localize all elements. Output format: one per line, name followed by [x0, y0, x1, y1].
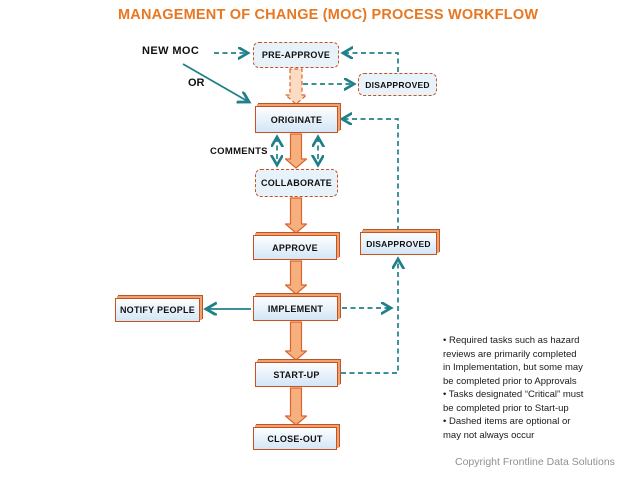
- node-start-up: START-UP: [255, 362, 338, 387]
- arrow-implement-to-startup: [284, 321, 308, 361]
- notes-block: • Required tasks such as hazard reviews …: [443, 335, 584, 441]
- arrow-collaborate-to-approve: [284, 197, 308, 234]
- arrow-disapproved-to-originate: [342, 119, 399, 231]
- label-or: OR: [188, 77, 205, 89]
- arrow-startup-to-closeout: [284, 387, 308, 426]
- arrow-disapproved-top-to-pre-approve: [343, 53, 399, 72]
- arrow-startup-to-disapproved: [341, 259, 398, 374]
- node-disapproved-top: DISAPPROVED: [358, 73, 437, 96]
- node-originate: ORIGINATE: [255, 106, 338, 133]
- node-notify-people: NOTIFY PEOPLE: [115, 298, 200, 322]
- node-approve: APPROVE: [253, 235, 337, 260]
- node-close-out: CLOSE-OUT: [253, 427, 337, 450]
- node-implement: IMPLEMENT: [253, 296, 338, 321]
- arrow-or-to-originate: [182, 63, 249, 102]
- arrow-pre-approve-to-originate: [284, 68, 308, 105]
- node-collaborate: COLLABORATE: [255, 169, 338, 197]
- arrow-approve-to-implement: [284, 260, 308, 295]
- node-disapproved-mid: DISAPPROVED: [360, 232, 437, 255]
- arrow-originate-to-collaborate: [284, 133, 308, 169]
- node-pre-approve: PRE-APPROVE: [253, 42, 339, 68]
- label-comments: COMMENTS: [210, 146, 268, 157]
- copyright-text: Copyright Frontline Data Solutions: [455, 456, 615, 468]
- label-new-moc: NEW MOC: [142, 45, 200, 57]
- page-title: MANAGEMENT OF CHANGE (MOC) PROCESS WORKF…: [118, 7, 539, 23]
